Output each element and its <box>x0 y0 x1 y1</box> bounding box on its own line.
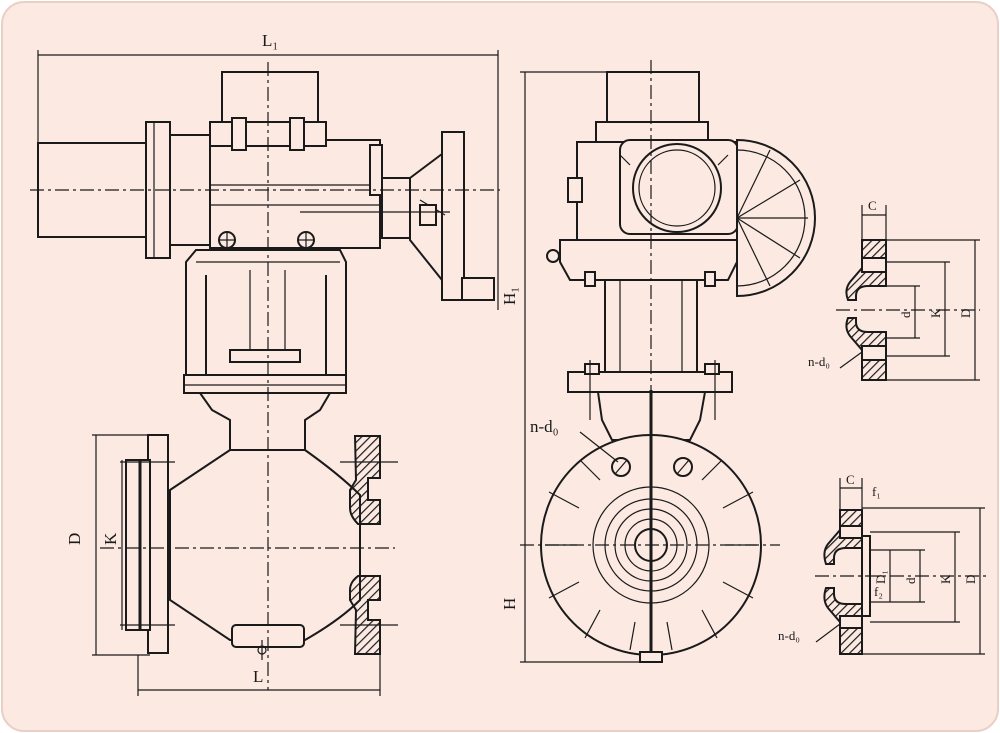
label-l: L <box>253 667 263 686</box>
right-flange-upper <box>349 435 381 525</box>
mounting-flange <box>183 374 347 394</box>
label-h1: H₁ <box>500 287 519 305</box>
actuator-housing <box>209 139 381 249</box>
label-n-d0-detail-bottom: n-d₀ <box>778 628 800 643</box>
label-n-d0-side: n-d₀ <box>530 417 559 436</box>
side-view: H <box>500 60 816 663</box>
label-k-detail-bottom: K <box>938 574 953 584</box>
label-d-detail-bottom: d <box>903 577 918 584</box>
bolt-hole-right <box>673 457 693 477</box>
label-n-d0-detail-top: n-d₀ <box>808 354 830 369</box>
coupling-plate <box>229 349 301 363</box>
right-flange-lower <box>349 575 381 655</box>
label-k-detail-top: K <box>928 308 943 318</box>
label-d1: D₁ <box>873 570 888 584</box>
label-h: H <box>500 598 519 610</box>
label-d-detail-top: d <box>898 311 913 318</box>
label-f2: f₂ <box>874 584 883 599</box>
label-outer-detail-top: D <box>958 309 973 318</box>
gearbox-window <box>632 143 722 233</box>
label-k-front: K <box>101 532 120 545</box>
side-top-cap <box>606 71 700 125</box>
bolt-hole-left <box>611 457 631 477</box>
label-c-bottom: C <box>846 472 855 487</box>
handwheel-rim <box>441 131 465 301</box>
label-f1: f₁ <box>872 484 881 499</box>
front-view: L₁ H₁ <box>30 31 519 696</box>
label-d-front: D <box>65 533 84 545</box>
label-c-top: C <box>868 198 877 213</box>
detail-bottom: C f₁ D₁ f₂ d K D n-d₀ <box>778 472 990 655</box>
detail-top: C d K D n-d₀ <box>808 198 980 381</box>
valve-ball-body <box>169 449 361 641</box>
label-l1: L₁ <box>262 31 278 50</box>
label-outer-detail-bottom: D <box>963 575 978 584</box>
